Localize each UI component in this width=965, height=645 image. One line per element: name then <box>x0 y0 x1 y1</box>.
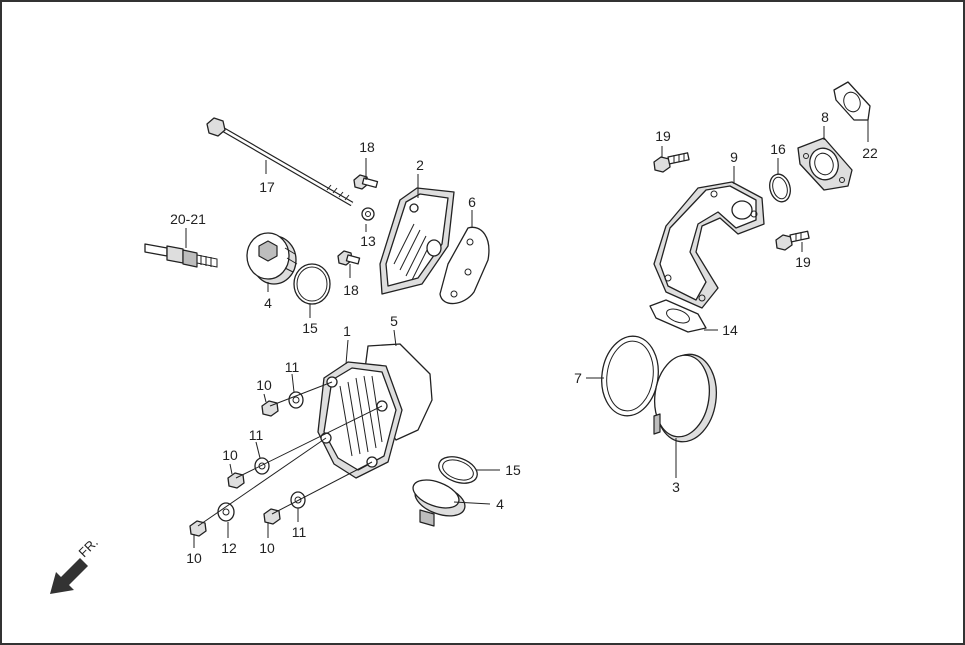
part-10-bolt-c <box>189 520 207 537</box>
callout-8: 8 <box>821 109 829 125</box>
callout-10-d: 10 <box>259 540 275 556</box>
callout-16: 16 <box>770 141 786 157</box>
part-7-large-oring <box>601 335 659 417</box>
callout-20-21: 20-21 <box>170 211 206 227</box>
part-18-bolt-lower <box>337 250 361 266</box>
callout-leaders <box>185 120 869 548</box>
part-10-bolt-a <box>261 400 279 417</box>
callout-19-lower: 19 <box>795 254 811 270</box>
part-8-insulator <box>797 137 853 191</box>
callout-10-b: 10 <box>222 447 238 463</box>
part-19-bolt-lower <box>775 230 810 251</box>
callout-15-upper: 15 <box>302 320 318 336</box>
part-10-bolt-b <box>227 472 245 489</box>
part-10-bolt-d <box>263 508 281 525</box>
callout-2: 2 <box>416 157 424 173</box>
callout-18-upper: 18 <box>359 139 375 155</box>
callout-15-lower: 15 <box>505 462 521 478</box>
front-direction-label: FR. <box>76 535 101 560</box>
part-16-oring <box>769 173 791 203</box>
callout-11-a: 11 <box>285 359 300 375</box>
part-12-washer <box>217 502 235 522</box>
part-9-intake-pipe <box>653 181 765 309</box>
callout-22: 22 <box>862 145 878 161</box>
callout-11-c: 11 <box>292 524 307 540</box>
part-17-stud-bolt <box>206 117 354 207</box>
part-4-cap-upper <box>246 232 298 285</box>
part-19-bolt-upper <box>653 152 690 173</box>
part-1-head-cover <box>317 361 403 479</box>
callout-19-upper: 19 <box>655 128 671 144</box>
callout-4-upper: 4 <box>264 295 272 311</box>
assembly-lines <box>197 381 383 527</box>
callout-1: 1 <box>343 323 351 339</box>
callout-14: 14 <box>722 322 738 338</box>
part-3-cover-disc <box>653 353 717 443</box>
part-18-bolt-upper <box>353 174 379 190</box>
part-15-oring-lower <box>438 456 478 484</box>
callout-labels: 1 2 3 4 4 5 6 7 8 9 10 10 10 10 11 11 11… <box>76 109 878 566</box>
callout-4-lower: 4 <box>496 496 504 512</box>
callout-7: 7 <box>574 370 582 386</box>
part-2-heat-shield <box>379 187 455 295</box>
part-20-21-spark-plug <box>144 243 218 268</box>
part-11-washer-a <box>288 391 304 409</box>
part-15-oring-upper <box>293 263 331 305</box>
part-22-gasket <box>833 81 871 121</box>
callout-11-b: 11 <box>249 427 264 443</box>
part-14-intake-gasket <box>649 299 707 333</box>
part-13-washer <box>361 207 375 221</box>
callout-12: 12 <box>221 540 237 556</box>
part-11-washer-b <box>254 457 270 475</box>
callout-6: 6 <box>468 194 476 210</box>
front-direction-arrow <box>50 558 88 594</box>
callout-18-lower: 18 <box>343 282 359 298</box>
callout-13: 13 <box>360 233 376 249</box>
callout-9: 9 <box>730 149 738 165</box>
callout-17: 17 <box>259 179 275 195</box>
callout-10-c: 10 <box>186 550 202 566</box>
part-6-gasket <box>439 226 490 305</box>
part-4-cap-lower <box>412 479 466 527</box>
callout-10-a: 10 <box>256 377 272 393</box>
callout-5: 5 <box>390 313 398 329</box>
callout-3: 3 <box>672 479 680 495</box>
